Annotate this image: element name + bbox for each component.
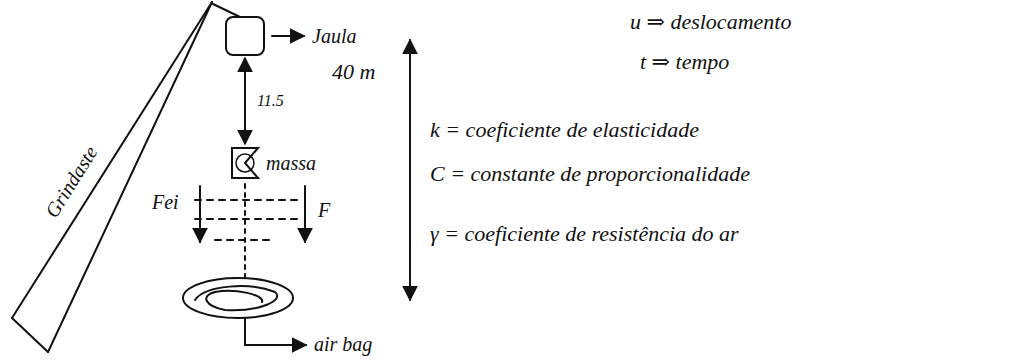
- force-arrow: [304, 186, 306, 242]
- leader-line: [272, 35, 304, 37]
- dashed-line: [195, 218, 298, 220]
- air-bag-scribble: [195, 286, 277, 310]
- note: k = coeficiente de elasticidade: [430, 118, 699, 142]
- leader-line: [245, 318, 306, 345]
- dimension-label: 40 m: [332, 60, 375, 84]
- air-bag: [183, 278, 293, 318]
- part-label: air bag: [314, 332, 372, 356]
- mass-body: massa: [230, 146, 316, 180]
- node-label: massa: [266, 151, 316, 175]
- note: u ⇒ deslocamento: [630, 10, 791, 34]
- note: C = constante de proporcionalidade: [430, 162, 750, 186]
- crane-base: [12, 318, 48, 352]
- mass-scribble: [236, 154, 254, 172]
- axis-line: [244, 184, 246, 278]
- height-dimension: [409, 40, 411, 300]
- distance-arrow: [244, 58, 246, 144]
- force-arrow: [199, 186, 201, 242]
- force-label: F: [318, 198, 330, 222]
- node-label: Jaula: [312, 24, 356, 48]
- force-label: Fei: [152, 190, 179, 214]
- note: t ⇒ tempo: [640, 50, 729, 74]
- dimension-label: 11.5: [255, 92, 286, 110]
- crane-label: Grindaste: [40, 141, 103, 222]
- mass-outline: [232, 148, 258, 178]
- note: γ = coeficiente de resistência do ar: [430, 222, 739, 246]
- crane-arm: [12, 2, 212, 318]
- hourglass-mass: [230, 146, 260, 180]
- dashed-line: [195, 199, 298, 201]
- cage-box: Jaula: [225, 16, 265, 56]
